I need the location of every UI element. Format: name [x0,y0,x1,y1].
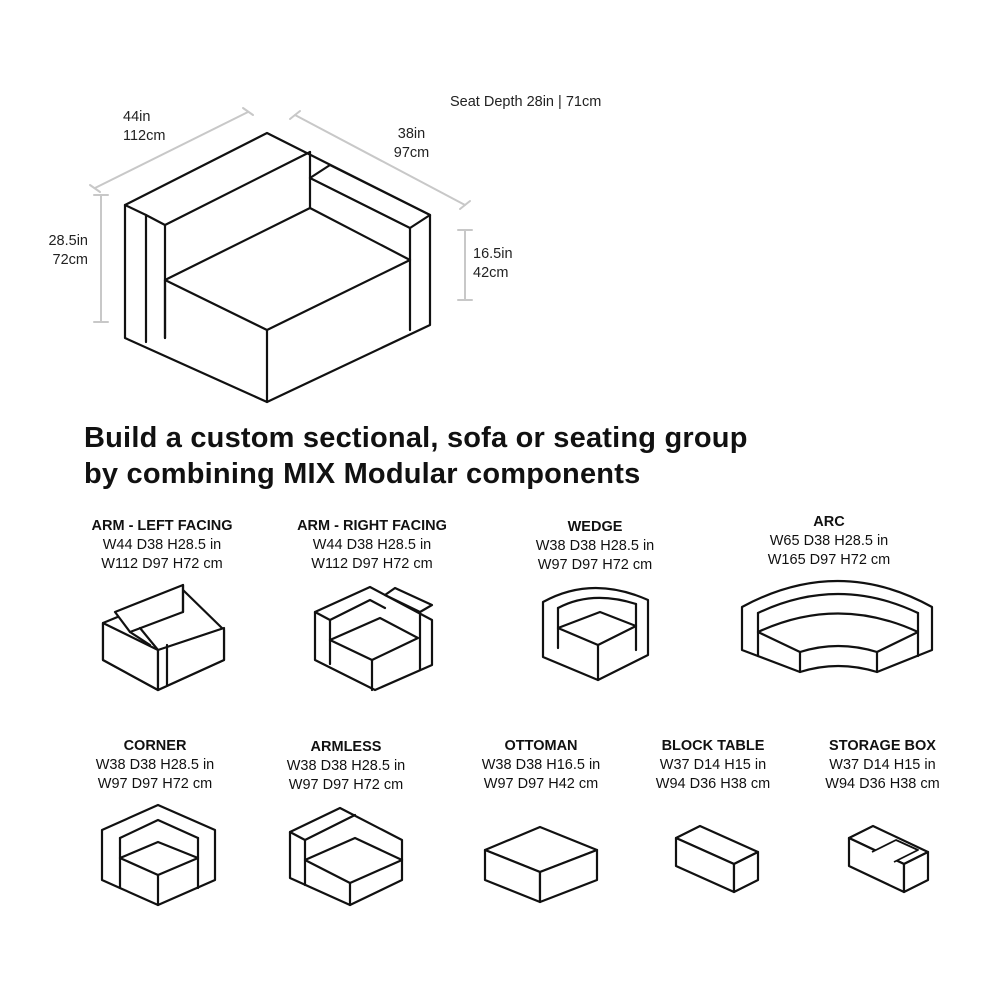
component-spec-in: W38 D38 H28.5 in [95,757,215,773]
component-name: ARC [813,514,845,530]
arc-drawing [740,580,934,674]
component-spec-cm: W97 D97 H72 cm [97,776,213,792]
ottoman-drawing [483,825,599,904]
component-spec-in: W37 D14 H15 in [659,757,767,773]
height-guide [93,194,109,323]
component-spec-in: W38 D38 H28.5 in [286,758,406,774]
seat-height-guide [457,229,473,301]
component-spec-in: W44 D38 H28.5 in [102,537,222,553]
component-block-table: BLOCK TABLE W37 D14 H15 in W94 D36 H38 c… [613,737,813,794]
hero-seat-height-cm: 42cm [473,265,509,281]
hero-depth-in: 38in [397,126,426,142]
component-spec-cm: W165 D97 H72 cm [767,552,891,568]
component-name: CORNER [123,738,187,754]
hero-seat-height-label: 16.5in 42cm [473,245,513,283]
hero-height-label: 28.5in 72cm [40,232,88,270]
component-spec-in: W38 D38 H16.5 in [481,757,601,773]
component-spec-in: W37 D14 H15 in [829,757,936,773]
component-arc: ARC W65 D38 H28.5 in W165 D97 H72 cm [729,513,929,570]
arm-left-facing-drawing [101,583,226,692]
armless-drawing [288,806,404,907]
component-storage-box: STORAGE BOX W37 D14 H15 in W94 D36 H38 c… [785,737,980,794]
hero-width-cm: 112cm [123,128,166,144]
component-spec-cm: W94 D36 H38 cm [655,776,771,792]
component-spec-cm: W97 D97 H42 cm [483,776,599,792]
corner-drawing [100,803,217,907]
component-name: ARM - RIGHT FACING [297,518,447,534]
component-spec-in: W44 D38 H28.5 in [312,537,432,553]
component-name: BLOCK TABLE [661,738,765,754]
component-spec-cm: W97 D97 H72 cm [288,777,404,793]
hero-seat-height-in: 16.5in [473,246,513,262]
hero-width-label: 44in 112cm [123,108,165,146]
component-name: OTTOMAN [504,738,578,754]
hero-arm-chair-drawing [123,131,432,404]
wedge-drawing [541,586,650,682]
component-spec-in: W38 D38 H28.5 in [535,538,655,554]
hero-width-in: 44in [123,109,151,125]
component-name: WEDGE [567,519,623,535]
component-arm-left-facing: ARM - LEFT FACING W44 D38 H28.5 in W112 … [62,517,262,574]
hero-depth-cm: 97cm [393,145,430,161]
component-spec-cm: W112 D97 H72 cm [101,556,223,572]
headline: Build a custom sectional, sofa or seatin… [84,420,748,492]
depth-guide [289,110,471,210]
component-spec-cm: W112 D97 H72 cm [311,556,433,572]
hero-depth-label: 38in 97cm [389,125,434,163]
component-spec-cm: W94 D36 H38 cm [825,776,940,792]
arm-right-facing-drawing [313,585,434,692]
component-spec-cm: W97 D97 H72 cm [537,557,653,573]
component-name: STORAGE BOX [829,738,936,754]
hero-height-cm: 72cm [52,252,88,268]
width-guide [89,107,254,193]
component-ottoman: OTTOMAN W38 D38 H16.5 in W97 D97 H42 cm [441,737,641,794]
hero-dimension-guides [89,107,473,323]
component-wedge: WEDGE W38 D38 H28.5 in W97 D97 H72 cm [495,518,695,575]
storage-box-drawing [847,824,930,894]
headline-line-1: Build a custom sectional, sofa or seatin… [84,422,748,454]
component-arm-right-facing: ARM - RIGHT FACING W44 D38 H28.5 in W112… [272,517,472,574]
component-name: ARM - LEFT FACING [91,518,233,534]
block-table-drawing [674,824,760,894]
component-armless: ARMLESS W38 D38 H28.5 in W97 D97 H72 cm [246,738,446,795]
headline-line-2: by combining MIX Modular components [84,458,641,490]
hero-height-in: 28.5in [48,233,88,249]
component-corner: CORNER W38 D38 H28.5 in W97 D97 H72 cm [55,737,255,794]
component-name: ARMLESS [310,739,382,755]
component-spec-in: W65 D38 H28.5 in [769,533,889,549]
hero-seat-depth-label: Seat Depth 28in | 71cm [450,94,602,110]
